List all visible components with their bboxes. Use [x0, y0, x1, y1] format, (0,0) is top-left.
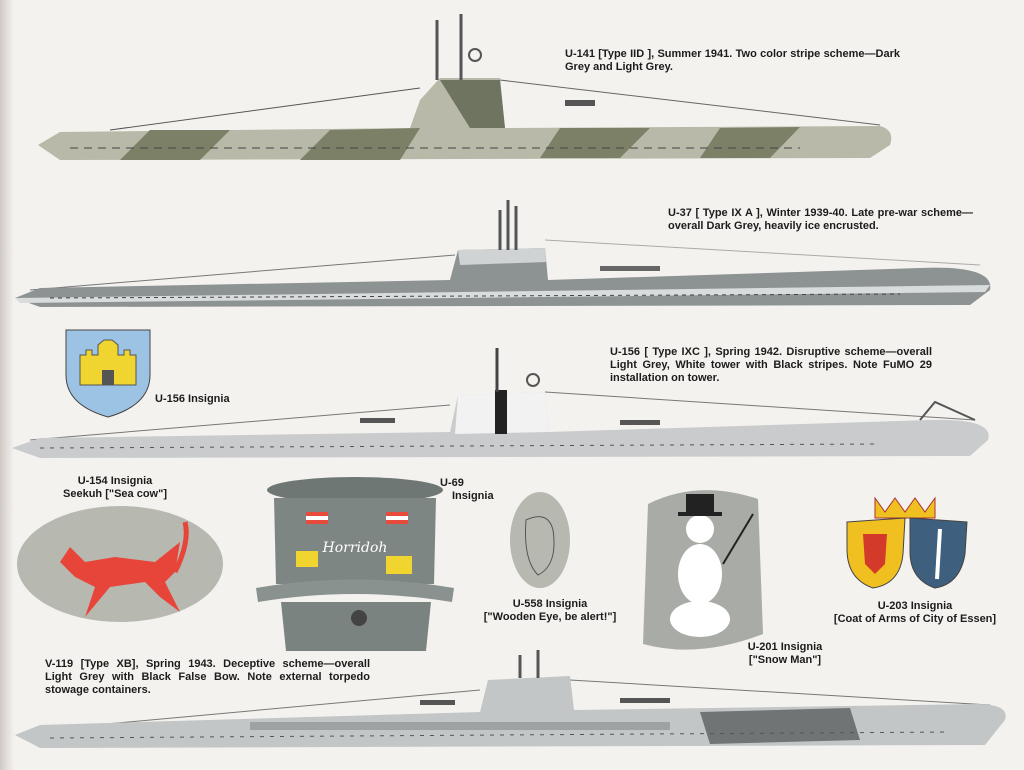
u201-snowman-insignia: [643, 490, 763, 650]
u203-insignia-label: U-203 Insignia [Coat of Arms of City of …: [815, 600, 1015, 626]
u154-label-line1: U-154 Insignia: [77, 475, 153, 487]
u69-label-line2: Insignia: [452, 490, 494, 502]
u154-label-line2: Seekuh ["Sea cow"]: [63, 488, 167, 500]
v119-caption: V-119 [Type XB], Spring 1943. Deceptive …: [45, 658, 370, 696]
u201-insignia-label: U-201 Insignia ["Snow Man"]: [730, 641, 840, 667]
u69-tower-text: Horridoh: [322, 540, 388, 556]
u203-coat-of-arms-insignia: [846, 496, 968, 589]
u37-caption: U-37 [ Type IX A ], Winter 1939-40. Late…: [668, 207, 973, 232]
u141-caption: U-141 [Type IID ], Summer 1941. Two colo…: [565, 48, 900, 73]
u154-insignia-label: U-154 Insignia Seekuh ["Sea cow"]: [40, 475, 190, 501]
u69-label-line1: U-69: [440, 477, 464, 489]
u201-label-line1: U-201 Insignia: [747, 641, 823, 653]
u201-label-line2: ["Snow Man"]: [748, 654, 822, 666]
u558-insignia-label: U-558 Insignia ["Wooden Eye, be alert!"]: [470, 598, 630, 624]
u558-label-line2: ["Wooden Eye, be alert!"]: [483, 611, 617, 623]
u156-insignia-shield: [65, 329, 151, 418]
u156-caption: U-156 [ Type IXC ], Spring 1942. Disrupt…: [610, 346, 932, 384]
u203-label-line1: U-203 Insignia: [877, 600, 953, 612]
u154-sea-cow-insignia: [17, 506, 223, 622]
u558-label-line1: U-558 Insignia: [512, 598, 588, 610]
u156-insignia-label: U-156 Insignia: [155, 393, 230, 405]
u69-insignia-label: U-69 Insignia: [440, 477, 494, 503]
u69-conning-tower-illustration: Horridoh: [256, 477, 454, 651]
page-binding-shadow: [0, 0, 14, 770]
u203-label-line2: [Coat of Arms of City of Essen]: [833, 613, 997, 625]
u558-wooden-eye-insignia: [510, 492, 570, 588]
